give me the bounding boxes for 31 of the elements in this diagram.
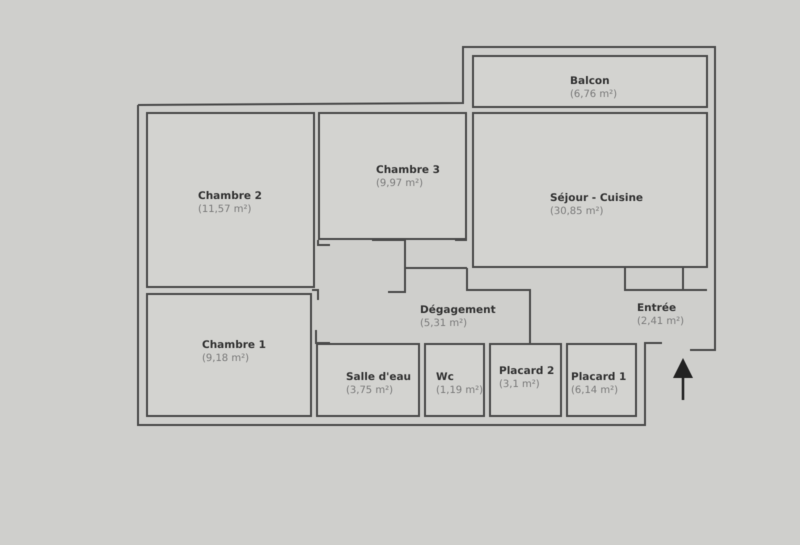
room-area: (1,19 m²) (436, 385, 483, 396)
room-name: Wc (436, 371, 454, 383)
room-area: (2,41 m²) (637, 316, 684, 327)
room-name: Placard 1 (571, 371, 626, 383)
room (146, 293, 312, 417)
room-area: (3,1 m²) (499, 379, 540, 390)
room-area: (6,76 m²) (570, 89, 617, 100)
room-name: Dégagement (420, 304, 496, 316)
room-name: Chambre 1 (202, 339, 266, 351)
room (146, 112, 315, 288)
room-area: (3,75 m²) (346, 385, 393, 396)
room-name: Séjour - Cuisine (550, 192, 644, 204)
room-name: Placard 2 (499, 365, 554, 377)
room (472, 112, 708, 268)
room-name: Salle d'eau (346, 371, 412, 383)
room-area: (6,14 m²) (571, 385, 618, 396)
room (489, 343, 562, 417)
room-area: (5,31 m²) (420, 318, 467, 329)
room-area: (9,97 m²) (376, 178, 423, 189)
room-name: Balcon (570, 75, 610, 87)
room (318, 112, 467, 240)
room-name: Chambre 3 (376, 164, 440, 176)
room-name: Entrée (637, 302, 676, 314)
room-name: Chambre 2 (198, 190, 262, 202)
room-area: (9,18 m²) (202, 353, 249, 364)
room (316, 343, 420, 417)
room-area: (30,85 m²) (550, 206, 604, 217)
room-area: (11,57 m²) (198, 204, 252, 215)
room (424, 343, 485, 417)
room (566, 343, 637, 417)
room (472, 55, 708, 108)
